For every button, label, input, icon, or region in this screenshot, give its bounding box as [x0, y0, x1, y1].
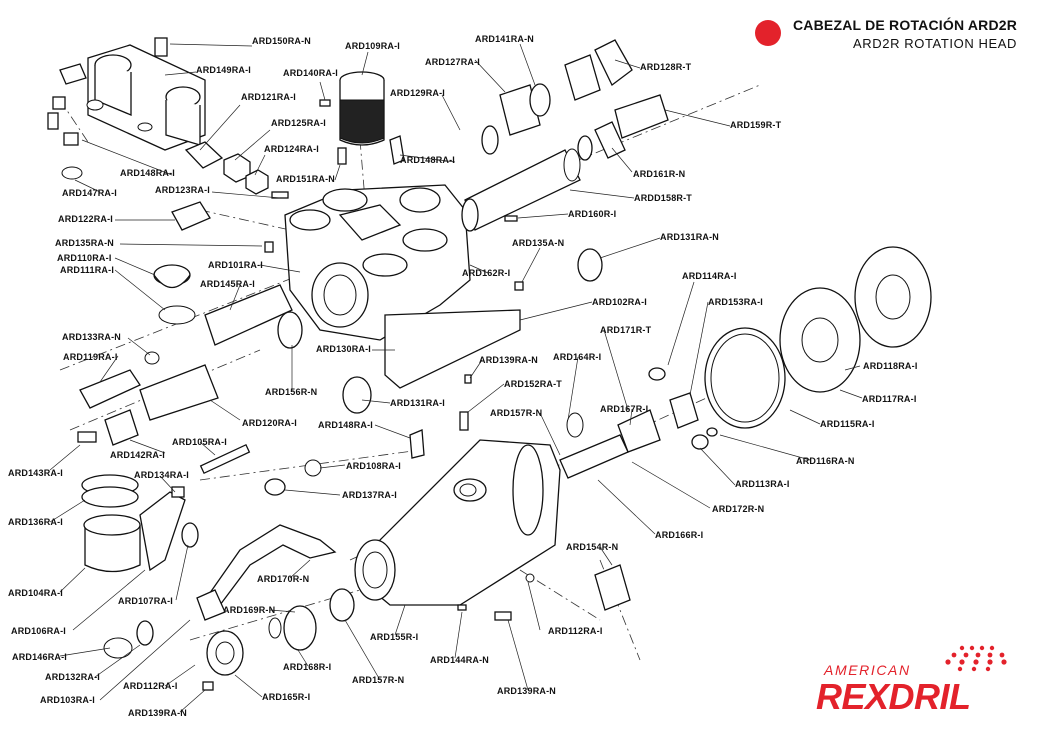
part-label: ARD114RA-I — [682, 271, 737, 281]
part-label: ARD139RA-N — [128, 708, 187, 718]
brand-logo: AMERICAN REXDRIL — [812, 642, 1027, 722]
part-label: ARDD158R-T — [634, 193, 692, 203]
part-label: ARD131RA-N — [660, 232, 719, 242]
part-label: ARD161R-N — [633, 169, 685, 179]
title-spanish: CABEZAL DE ROTACIÓN ARD2R — [793, 17, 1018, 33]
part-label: ARD166R-I — [655, 530, 703, 540]
part-label: ARD168R-I — [283, 662, 331, 672]
leader-lines — [49, 43, 863, 713]
part-label: ARD167R-I — [600, 404, 648, 414]
brand-dots-icon — [945, 645, 1007, 672]
part-label: ARD156R-N — [265, 387, 317, 397]
part-label: ARD165R-I — [262, 692, 310, 702]
part-label: ARD119RA-I — [63, 352, 118, 362]
part-label: ARD106RA-I — [11, 626, 66, 636]
brand-top-text: AMERICAN — [824, 662, 911, 678]
part-label: ARD127RA-I — [425, 57, 480, 67]
part-label: ARD105RA-I — [172, 437, 227, 447]
part-label: ARD140RA-I — [283, 68, 338, 78]
part-label: ARD171R-T — [600, 325, 652, 335]
part-label: ARD134RA-I — [134, 470, 189, 480]
bracket-assembly — [47, 37, 206, 180]
part-label: ARD148RA-I — [318, 420, 373, 430]
part-label: ARD145RA-I — [200, 279, 255, 289]
part-label: ARD141RA-N — [475, 34, 534, 44]
part-label: ARD142RA-I — [110, 450, 165, 460]
part-label: ARD108RA-I — [346, 461, 401, 471]
part-label: ARD172R-N — [712, 504, 764, 514]
part-label: ARD103RA-I — [40, 695, 95, 705]
part-label: ARD109RA-I — [345, 41, 400, 51]
part-label: ARD130RA-I — [316, 344, 371, 354]
part-label: ARD157R-N — [490, 408, 542, 418]
part-label: ARD110RA-I — [57, 253, 112, 263]
part-label: ARD111RA-I — [60, 265, 114, 275]
part-label: ARD144RA-N — [430, 655, 489, 665]
part-label: ARD112RA-I — [123, 681, 178, 691]
part-label: ARD125RA-I — [271, 118, 326, 128]
fittings-upper — [184, 99, 405, 199]
part-label: ARD107RA-I — [118, 596, 173, 606]
part-label: ARD162R-I — [462, 268, 510, 278]
part-label: ARD149RA-I — [196, 65, 251, 75]
part-label: ARD115RA-I — [820, 419, 875, 429]
middle-fittings — [264, 248, 603, 496]
right-components — [559, 246, 932, 611]
part-label: ARD137RA-I — [342, 490, 397, 500]
part-label: ARD157R-N — [352, 675, 404, 685]
part-label: ARD146RA-I — [12, 652, 67, 662]
part-label: ARD120RA-I — [242, 418, 297, 428]
cylinder-ard109 — [339, 71, 385, 146]
part-label: ARD152RA-T — [504, 379, 562, 389]
lower-left-components — [81, 443, 337, 691]
brand-bottom-text: REXDRIL — [816, 676, 971, 717]
tube-ard158 — [461, 39, 669, 232]
part-label: ARD121RA-I — [241, 92, 296, 102]
part-label: ARD131RA-I — [390, 398, 445, 408]
part-label: ARD164R-I — [553, 352, 601, 362]
part-label: ARD116RA-N — [796, 456, 855, 466]
part-label: ARD150RA-N — [252, 36, 311, 46]
part-label: ARD159R-T — [730, 120, 782, 130]
part-label: ARD155R-I — [370, 632, 418, 642]
part-label: ARD169R-N — [223, 605, 275, 615]
part-label: ARD104RA-I — [8, 588, 63, 598]
part-label: ARD112RA-I — [548, 626, 603, 636]
part-label: ARD113RA-I — [735, 479, 790, 489]
part-label: ARD124RA-I — [264, 144, 319, 154]
part-label: ARD101RA-I — [208, 260, 263, 270]
part-label: ARD170R-N — [257, 574, 309, 584]
part-label: ARD139RA-N — [497, 686, 556, 696]
part-label: ARD118RA-I — [863, 361, 918, 371]
title-english: ARD2R ROTATION HEAD — [853, 36, 1018, 51]
part-label: ARD135A-N — [512, 238, 564, 248]
part-label: ARD148RA-I — [120, 168, 175, 178]
part-label: ARD132RA-I — [45, 672, 100, 682]
part-label: ARD160R-I — [568, 209, 616, 219]
part-label: ARD147RA-I — [62, 188, 117, 198]
part-label: ARD154R-N — [566, 542, 618, 552]
part-label: ARD139RA-N — [479, 355, 538, 365]
lower-housing — [268, 439, 561, 651]
part-label: ARD122RA-I — [58, 214, 113, 224]
part-labels: ARD150RA-N ARD109RA-I ARD141RA-N ARD149R… — [8, 34, 918, 718]
part-label: ARD151RA-N — [276, 174, 335, 184]
part-label: ARD133RA-N — [62, 332, 121, 342]
part-label: ARD102RA-I — [592, 297, 647, 307]
part-label: ARD136RA-I — [8, 517, 63, 527]
part-label: ARD135RA-N — [55, 238, 114, 248]
part-label: ARD153RA-I — [708, 297, 763, 307]
part-label: ARD128R-T — [640, 62, 692, 72]
title-dot-icon — [755, 20, 781, 46]
left-components — [77, 201, 303, 446]
part-label: ARD117RA-I — [862, 394, 917, 404]
part-label: ARD129RA-I — [390, 88, 445, 98]
main-housing — [284, 184, 471, 341]
part-label: ARD143RA-I — [8, 468, 63, 478]
part-label: ARD123RA-I — [155, 185, 210, 195]
part-label: ARD148RA-I — [400, 155, 455, 165]
